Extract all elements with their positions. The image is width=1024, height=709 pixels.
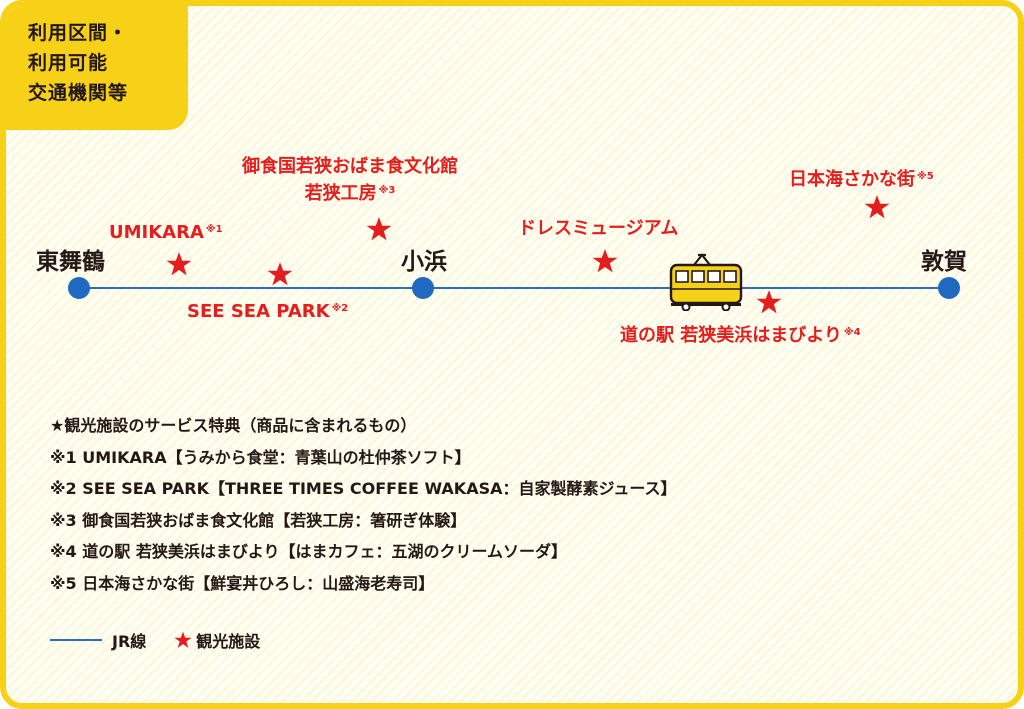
notes-heading: ★観光施設のサービス特典（商品に含まれるもの）: [50, 416, 417, 435]
train-icon: [669, 253, 743, 311]
station-name-obama: 小浜: [401, 249, 447, 275]
note-item: ※1 UMIKARA【うみから食堂：青葉山の杜仲茶ソフト】: [50, 447, 471, 467]
spot-mark: ※2: [331, 303, 349, 314]
star-icon: [592, 249, 618, 273]
star-icon: [366, 217, 392, 241]
spot-mark: ※3: [378, 185, 396, 196]
section-label: 利用区間・ 利用可能 交通機関等: [6, 6, 188, 130]
star-icon: [174, 631, 192, 648]
legend-route-swatch: [50, 639, 102, 641]
star-icon: [756, 290, 782, 314]
station-name-tsuruga: 敦賀: [921, 249, 967, 275]
section-label-line: 交通機関等: [28, 82, 129, 104]
spot-name-line2-wrap: 若狭工房※3: [242, 179, 458, 206]
station-name-higashi-maizuru: 東舞鶴: [36, 249, 105, 275]
note-item: ※2 SEE SEA PARK【THREE TIMES COFFEE WAKAS…: [50, 479, 677, 498]
station-dot-obama: [412, 277, 434, 299]
spot-label-dress-museum: ドレスミュージアム: [518, 217, 678, 241]
star-icon: [267, 262, 293, 286]
map-legend: JR線 観光施設: [50, 628, 260, 652]
spot-name-line2: 若狭工房: [304, 183, 377, 204]
note-item: ※4 道の駅 若狭美浜はまびより【はまカフェ：五湖のクリームソーダ】: [50, 542, 568, 561]
spot-label-umikara: UMIKARA※1: [109, 218, 223, 245]
note-item: ※5 日本海さかな街【鮮宴丼ひろし：山盛海老寿司】: [50, 573, 435, 593]
star-icon: [864, 195, 890, 219]
legend-route-label: JR線: [112, 632, 147, 651]
spot-mark: ※4: [843, 327, 861, 338]
benefit-notes: ★観光施設のサービス特典（商品に含まれるもの） ※1 UMIKARA【うみから食…: [50, 410, 677, 599]
spot-name: ドレスミュージアム: [518, 218, 679, 239]
spot-label-michinoeki: 道の駅 若狭美浜はまびより※4: [620, 321, 861, 348]
legend-spot-label: 観光施設: [196, 632, 261, 651]
spot-name: 道の駅 若狭美浜はまびより: [620, 325, 842, 346]
section-label-line: 利用区間・: [28, 22, 129, 44]
star-icon: [166, 252, 192, 276]
note-item: ※3 御食国若狭おばま食文化館【若狭工房：箸研ぎ体験】: [50, 510, 467, 530]
section-label-line: 利用可能: [28, 52, 109, 74]
spot-name: UMIKARA: [109, 222, 204, 243]
spot-mark: ※1: [205, 224, 223, 235]
spot-label-seeseapark: SEE SEA PARK※2: [187, 297, 348, 324]
spot-label-miketsukuni: 御食国若狭おばま食文化館 若狭工房※3: [242, 155, 458, 206]
station-dot-tsuruga: [938, 277, 960, 299]
jr-route-line: [84, 287, 954, 289]
spot-mark: ※5: [917, 171, 934, 182]
spot-label-nihonkai: 日本海さかな街※5: [789, 165, 934, 192]
spot-name: 日本海さかな街: [789, 169, 915, 190]
station-dot-higashi-maizuru: [68, 277, 90, 299]
spot-name-line1: 御食国若狭おばま食文化館: [242, 156, 458, 177]
spot-name: SEE SEA PARK: [187, 301, 330, 322]
